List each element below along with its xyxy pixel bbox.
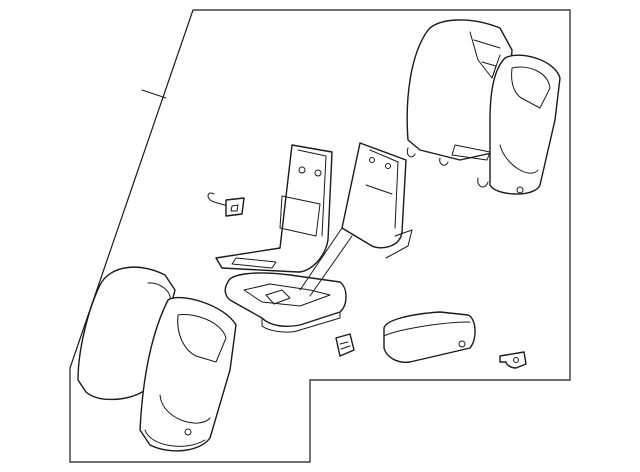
- seat-back-frame: [215, 144, 333, 273]
- clip: [335, 333, 355, 357]
- armrest: [383, 311, 476, 363]
- seat-cushion-frame: [224, 272, 347, 333]
- seat-back-center-panel: [299, 142, 413, 297]
- callout-leader-line: [141, 89, 167, 99]
- hook: [499, 351, 527, 369]
- seat-back-left: [77, 266, 237, 452]
- seat-back-right: [406, 19, 561, 195]
- tag: [207, 192, 245, 217]
